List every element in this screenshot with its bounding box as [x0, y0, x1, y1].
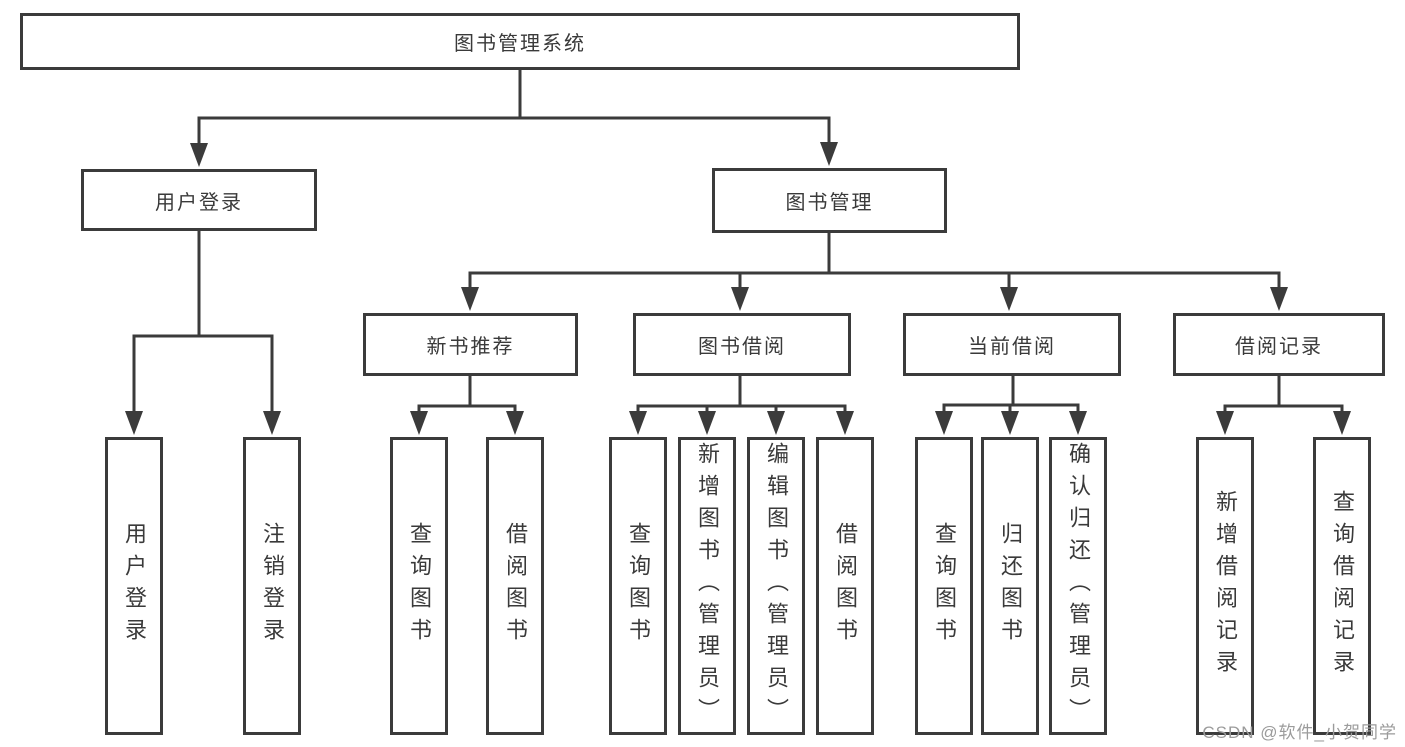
arrowhead: [629, 411, 647, 435]
node-new-book-recommend: 新书推荐: [363, 313, 578, 376]
node-borrow-books: 借阅图书: [816, 437, 874, 735]
arrowhead: [461, 287, 479, 311]
node-library-system-label: 图书管理系统: [454, 33, 586, 55]
node-user-login-group: 用户登录: [81, 169, 317, 231]
node-confirm-return-admin-label: 确认归还（管理员）: [1066, 442, 1091, 730]
node-user-login-label: 用户登录: [122, 522, 147, 650]
arrowhead: [820, 142, 838, 166]
edge-new-book-trunk: [417, 376, 517, 408]
node-add-books-admin: 新增图书（管理员）: [678, 437, 736, 735]
node-user-login: 用户登录: [105, 437, 163, 735]
edge-root-trunk: [197, 70, 831, 120]
node-edit-books-admin-label: 编辑图书（管理员）: [764, 442, 789, 730]
node-book-management-label: 图书管理: [785, 192, 874, 214]
arrowheads: [125, 142, 1351, 435]
arrowhead: [410, 411, 428, 435]
node-query-borrow-record: 查询借阅记录: [1313, 437, 1371, 735]
node-return-books: 归还图书: [981, 437, 1039, 735]
arrowhead: [1216, 411, 1234, 435]
arrowhead: [506, 411, 524, 435]
node-borrow-records: 借阅记录: [1173, 313, 1385, 376]
edge-borrow-records-trunk: [1223, 376, 1344, 408]
node-user-login-group-label: 用户登录: [155, 191, 243, 214]
arrowhead: [1000, 287, 1018, 311]
arrowhead: [731, 287, 749, 311]
node-logout-label: 注销登录: [260, 522, 285, 650]
node-add-borrow-record: 新增借阅记录: [1196, 437, 1254, 735]
node-book-management: 图书管理: [712, 168, 947, 233]
node-borrow-books-recommend-label: 借阅图书: [503, 522, 528, 650]
edge-current-borrow-trunk: [942, 376, 1080, 407]
edge-user-login-trunk: [132, 231, 274, 338]
edge-book-borrow-trunk: [636, 376, 847, 408]
node-query-books-recommend-label: 查询图书: [407, 522, 432, 650]
node-edit-books-admin: 编辑图书（管理员）: [747, 437, 805, 735]
node-add-books-admin-label: 新增图书（管理员）: [695, 442, 720, 730]
node-query-borrow-record-label: 查询借阅记录: [1330, 490, 1355, 682]
node-new-book-recommend-label: 新书推荐: [426, 336, 515, 358]
node-query-books-current: 查询图书: [915, 437, 973, 735]
arrowhead: [698, 411, 716, 435]
node-add-borrow-record-label: 新增借阅记录: [1213, 490, 1238, 682]
edge-book-borrow-leaf-stems: [636, 405, 847, 414]
edge-book-mgmt-child-stems: [468, 272, 1281, 291]
arrowhead: [1333, 411, 1351, 435]
node-borrow-books-recommend: 借阅图书: [486, 437, 544, 735]
arrowhead: [263, 411, 281, 435]
edge-book-mgmt-trunk: [468, 233, 1281, 275]
node-borrow-records-label: 借阅记录: [1235, 336, 1323, 358]
node-borrow-books-label: 借阅图书: [833, 522, 858, 650]
arrowhead: [767, 411, 785, 435]
arrowhead: [1001, 411, 1019, 435]
node-book-borrow: 图书借阅: [633, 313, 851, 376]
node-query-books-current-label: 查询图书: [932, 522, 957, 650]
node-logout: 注销登录: [243, 437, 301, 735]
csdn-watermark: CSDN @软件_小贺同学: [1202, 723, 1397, 742]
arrowhead: [190, 143, 208, 167]
node-current-borrow: 当前借阅: [903, 313, 1121, 376]
node-confirm-return-admin: 确认归还（管理员）: [1049, 437, 1107, 735]
arrowhead: [1069, 411, 1087, 435]
arrowhead: [125, 411, 143, 435]
arrowhead: [935, 411, 953, 435]
node-library-system: 图书管理系统: [20, 13, 1020, 70]
node-return-books-label: 归还图书: [998, 522, 1023, 650]
node-current-borrow-label: 当前借阅: [968, 336, 1056, 358]
arrowhead: [836, 411, 854, 435]
node-query-books-recommend: 查询图书: [390, 437, 448, 735]
node-query-books-borrow: 查询图书: [609, 437, 667, 735]
node-query-books-borrow-label: 查询图书: [626, 522, 651, 650]
edge-user-login-leaf-stems: [132, 335, 274, 414]
arrowhead: [1270, 287, 1288, 311]
node-book-borrow-label: 图书借阅: [698, 336, 786, 358]
